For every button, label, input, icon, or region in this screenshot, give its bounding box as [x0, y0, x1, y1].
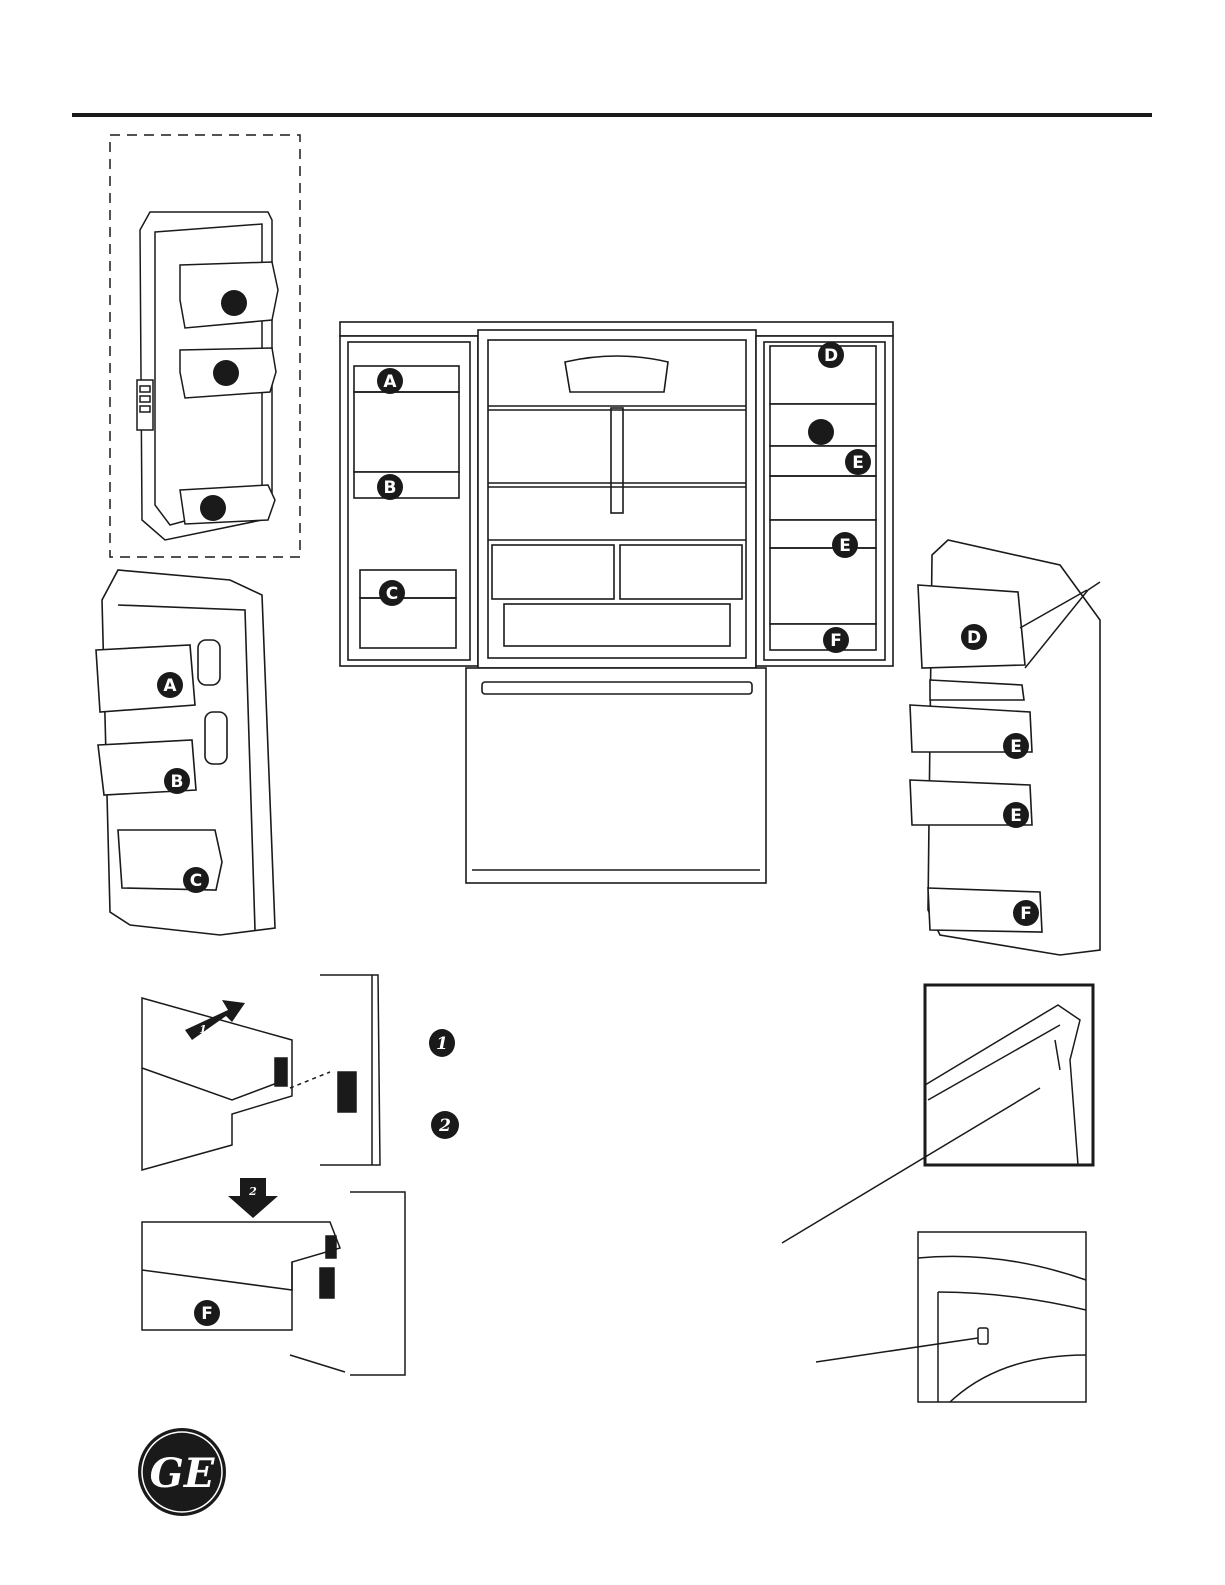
- callout-door-left-a: A: [157, 672, 183, 698]
- svg-text:C: C: [386, 584, 398, 604]
- callout-door-right-f: F: [1013, 900, 1039, 926]
- inset-callout-1: [221, 290, 247, 316]
- inset-callout-2: [213, 360, 239, 386]
- svg-text:GE: GE: [150, 1450, 215, 1497]
- svg-text:D: D: [824, 346, 838, 366]
- callout-door-right-e1: E: [1003, 733, 1029, 759]
- svg-text:F: F: [201, 1304, 213, 1324]
- callout-fresh-right-e2: E: [832, 532, 858, 558]
- callout-door-right-d: D: [961, 624, 987, 650]
- svg-text:D: D: [967, 628, 981, 648]
- svg-text:E: E: [852, 453, 864, 473]
- arrow-2-shape: [228, 1178, 278, 1218]
- callout-fresh-left-c: C: [379, 580, 405, 606]
- svg-text:2: 2: [438, 1116, 451, 1136]
- callout-fresh-right-d: D: [818, 342, 844, 368]
- svg-text:A: A: [163, 676, 177, 696]
- callout-door-right-e2: E: [1003, 802, 1029, 828]
- leader-line-3: [1088, 582, 1100, 590]
- svg-text:E: E: [839, 536, 851, 556]
- svg-text:E: E: [1010, 737, 1022, 757]
- callout-fresh-left-a: A: [377, 368, 403, 394]
- svg-text:B: B: [384, 478, 397, 498]
- callout-door-left-c: C: [183, 867, 209, 893]
- svg-text:1: 1: [436, 1034, 448, 1054]
- arrow-2-label: 2: [248, 1185, 257, 1198]
- svg-text:A: A: [383, 372, 397, 392]
- step-marker-1: 1: [429, 1029, 455, 1057]
- fresh-callout-e-dot: [808, 419, 834, 445]
- svg-text:F: F: [1020, 904, 1032, 924]
- refrigerator-drawing: [340, 322, 893, 883]
- svg-text:B: B: [171, 772, 184, 792]
- svg-text:C: C: [190, 871, 202, 891]
- inset-callout-3: [200, 495, 226, 521]
- ge-logo: GE: [138, 1428, 226, 1516]
- detail-box-bottom: [918, 1232, 1086, 1402]
- callout-fresh-right-f: F: [823, 627, 849, 653]
- callout-fresh-left-b: B: [377, 474, 403, 500]
- svg-text:E: E: [1010, 806, 1022, 826]
- step-marker-2: 2: [431, 1111, 459, 1139]
- install-step2-drawing: [142, 1192, 405, 1375]
- svg-text:F: F: [830, 631, 842, 651]
- callout-install-bin-f: F: [194, 1300, 220, 1326]
- install-step1-drawing: [142, 975, 380, 1170]
- arrow-1-label: 1: [199, 1023, 207, 1036]
- callout-fresh-right-e1: E: [845, 449, 871, 475]
- callout-door-left-b: B: [164, 768, 190, 794]
- inset-door-drawing: [137, 212, 278, 540]
